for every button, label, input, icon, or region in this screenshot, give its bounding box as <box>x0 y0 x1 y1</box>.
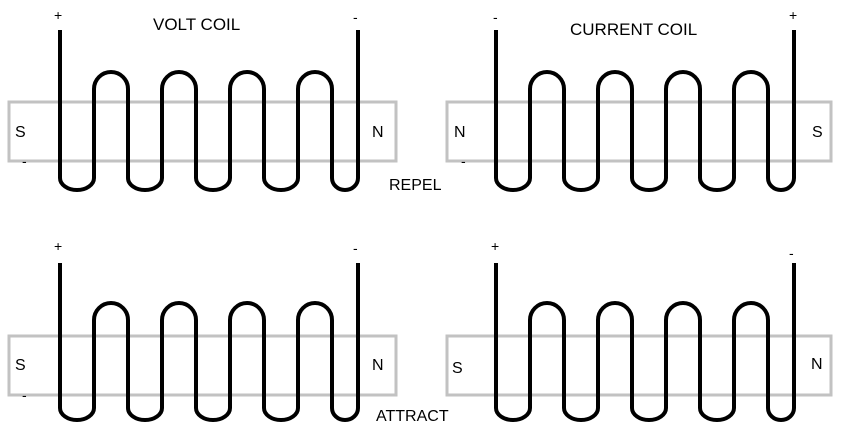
coil-bottom-right: + - S N <box>445 238 833 422</box>
right-pole-label: N <box>372 357 384 374</box>
repel-label: REPEL <box>389 177 442 194</box>
coil-winding <box>58 30 360 192</box>
volt-coil-title: VOLT COIL <box>153 15 240 34</box>
iron-core <box>7 334 398 397</box>
right-pole-label: S <box>812 124 823 141</box>
left-terminal-sign: + <box>54 238 62 254</box>
coil-winding <box>494 263 796 422</box>
right-pole-label: N <box>372 124 384 141</box>
current-coil-title: CURRENT COIL <box>570 20 697 39</box>
core-mark: - <box>461 153 466 169</box>
right-terminal-sign: - <box>353 9 358 25</box>
coil-top-left: VOLT COIL + - S N - <box>7 7 398 192</box>
right-terminal-sign: - <box>789 245 794 261</box>
left-pole-label: S <box>15 124 26 141</box>
left-pole-label: N <box>454 124 466 141</box>
left-terminal-sign: + <box>54 7 62 23</box>
iron-core <box>445 100 833 163</box>
right-terminal-sign: + <box>789 7 797 23</box>
coil-bottom-left: + - S N - <box>7 238 398 422</box>
left-pole-label: S <box>15 357 26 374</box>
left-pole-label: S <box>452 360 463 377</box>
coil-top-right: CURRENT COIL - + N S - <box>445 7 833 192</box>
core-mark: - <box>22 387 27 403</box>
right-pole-label: N <box>811 356 823 373</box>
core-mark: - <box>22 153 27 169</box>
attract-label: ATTRACT <box>376 408 449 425</box>
coil-winding <box>58 263 360 422</box>
coil-winding <box>494 30 796 192</box>
iron-core <box>7 100 398 163</box>
iron-core <box>445 334 833 397</box>
left-terminal-sign: + <box>491 238 499 254</box>
right-terminal-sign: - <box>353 240 358 256</box>
left-terminal-sign: - <box>493 9 498 25</box>
